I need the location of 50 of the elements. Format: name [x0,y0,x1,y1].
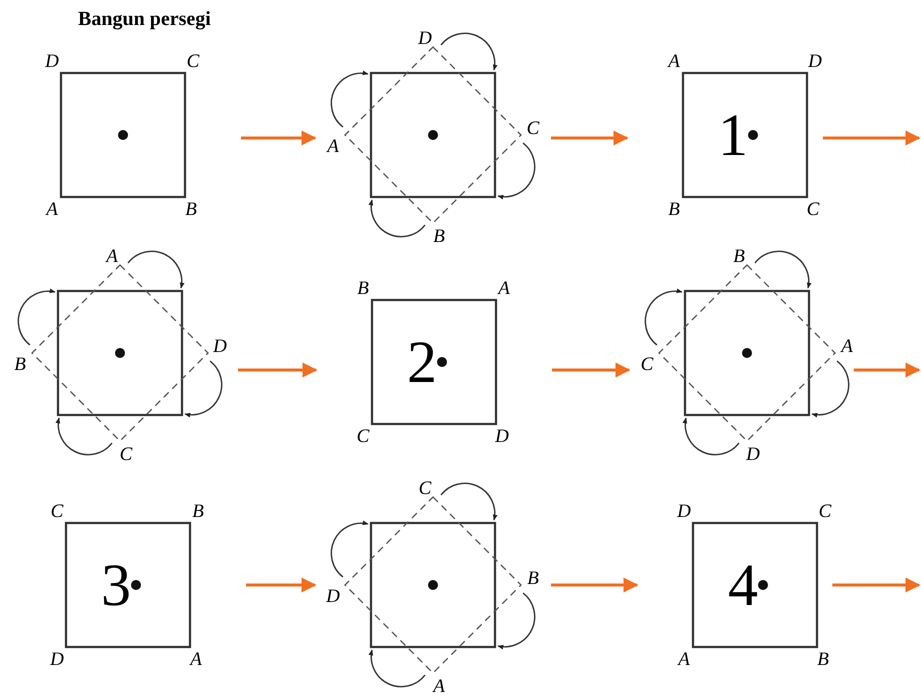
arrow [238,362,318,378]
vertex-label: D [677,502,691,522]
vertex-label: D [808,52,822,72]
vertex-label: B [192,502,204,522]
vertex-label: A [678,650,690,670]
vertex-label: D [45,52,59,72]
vertex-label: B [185,200,197,220]
vertex-label: A [327,137,339,157]
vertex-label: B [817,650,829,670]
vertex-label: C [418,479,432,499]
vertex-label: B [14,355,26,375]
number-label: 3 [101,555,131,615]
vertex-label: B [433,227,445,247]
vertex-label: D [213,337,227,357]
vertex-label: B [357,279,369,299]
vertex-label: A [498,279,510,299]
vertex-label: B [527,569,539,589]
vertex-label: C [640,355,654,375]
vertex-label: D [418,29,432,49]
number-label: 1 [718,105,748,165]
vertex-label: A [46,200,58,220]
vertex-label: A [668,52,680,72]
arrow [241,130,316,146]
vertex-label: C [806,200,820,220]
vertex-label: A [106,247,118,267]
arrow [552,362,630,378]
vertex-label: B [668,200,680,220]
arrow [822,130,920,146]
title: Bangun persegi [78,8,211,31]
vertex-label: C [120,445,132,465]
arrow [246,578,316,592]
vertex-label: D [50,650,64,670]
number-label: 4 [728,555,758,615]
vertex-label: C [356,427,370,447]
vertex-label: C [186,52,200,72]
number-label: 2 [407,332,437,392]
vertex-label: C [50,502,64,522]
arrow [832,578,920,592]
vertex-label: B [733,247,745,267]
vertex-label: C [526,119,540,139]
vertex-label: A [190,650,202,670]
vertex-label: D [326,587,340,607]
arrow [854,362,920,378]
arrow [551,578,638,592]
vertex-label: A [841,337,853,357]
vertex-label: A [433,677,445,695]
vertex-label: D [495,427,509,447]
vertex-label: C [818,502,832,522]
arrow [551,130,628,146]
vertex-label: D [746,445,760,465]
